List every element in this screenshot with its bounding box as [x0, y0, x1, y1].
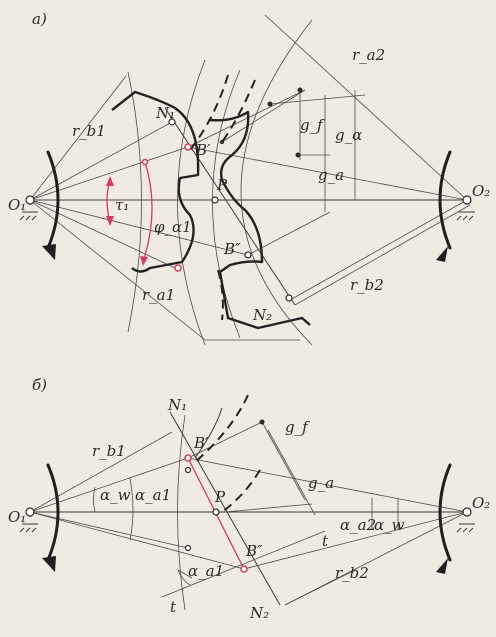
label-ra1-a: r_a1	[142, 286, 175, 304]
label-alpha-a2-b: α_a2	[340, 516, 376, 534]
label-galpha-a: g_α	[335, 126, 362, 144]
line-of-action-a	[164, 107, 296, 306]
label-o1-a: O₁	[8, 196, 26, 214]
label-gf-b: g_f	[285, 418, 310, 436]
label-o2-a: O₂	[472, 182, 490, 200]
label-bdouble-b: B″	[245, 542, 263, 560]
labels-b: O₁ O₂ N₁ N₂ B′ B″ P r_b1 r_b2 g_f g_a α_…	[8, 396, 490, 622]
label-rb2-b: r_b2	[335, 564, 369, 582]
label-p-a: P	[216, 176, 228, 194]
points-a	[168, 87, 303, 302]
label-p-b: P	[214, 488, 226, 506]
panel-a-caption: а)	[32, 10, 47, 28]
points-b	[184, 419, 265, 573]
dimension-lines-b	[93, 421, 399, 606]
circles-b	[177, 414, 186, 611]
label-gf-a: g_f	[300, 116, 325, 134]
dimension-lines-a	[187, 89, 471, 341]
label-bdouble-a: B″	[223, 240, 241, 258]
gear-teeth-a	[111, 74, 311, 330]
o1-hub-a	[19, 150, 60, 260]
label-ga-a: g_a	[318, 166, 344, 184]
o1-hub-b	[19, 463, 60, 572]
panel-b: б)	[8, 376, 490, 622]
label-n1-b: N₁	[167, 396, 187, 414]
label-rb1-b: r_b1	[92, 442, 126, 460]
o2-hub-b	[436, 463, 475, 574]
label-o2-b: O₂	[472, 494, 490, 512]
label-ga-b: g_a	[308, 474, 334, 492]
label-alpha-a1-left-b: α_a1	[135, 486, 171, 504]
label-bprime-b: B′	[193, 434, 209, 452]
o2-radials-a	[187, 14, 468, 301]
o1-radials-b	[29, 431, 245, 570]
label-ra2-a: r_a2	[352, 46, 385, 64]
o2-hub-a	[436, 150, 475, 262]
label-alpha-w-left-b: α_w	[100, 486, 131, 504]
label-n2-a: N₂	[252, 306, 272, 324]
label-tau1-a: τ₁	[115, 196, 129, 214]
label-n1-a: N₁	[155, 104, 175, 122]
label-n2-b: N₂	[249, 604, 269, 622]
label-o1-b: O₁	[8, 508, 26, 526]
tangent-low-b	[161, 530, 326, 598]
label-t-low-b: t	[170, 598, 177, 616]
o1-radials-a	[29, 75, 249, 341]
label-phia1-a: φ_α1	[154, 218, 192, 236]
panel-a: а)	[8, 10, 490, 346]
label-alpha-w-right-b: α_w	[374, 516, 405, 534]
label-bprime-a: B′	[195, 141, 211, 159]
red-angles-a	[106, 143, 192, 272]
label-t-right-b: t	[322, 532, 329, 550]
label-rb1-a: r_b1	[72, 122, 106, 140]
tooth-profiles-b	[194, 394, 261, 513]
panel-b-caption: б)	[32, 376, 47, 394]
label-alpha-a1-low-b: α_a1	[188, 562, 224, 580]
label-rb2-a: r_b2	[350, 276, 384, 294]
labels-a: O₁ O₂ N₁ N₂ B′ B″ P r_b1 r_a1 r_a2 r_b2 …	[8, 46, 490, 324]
